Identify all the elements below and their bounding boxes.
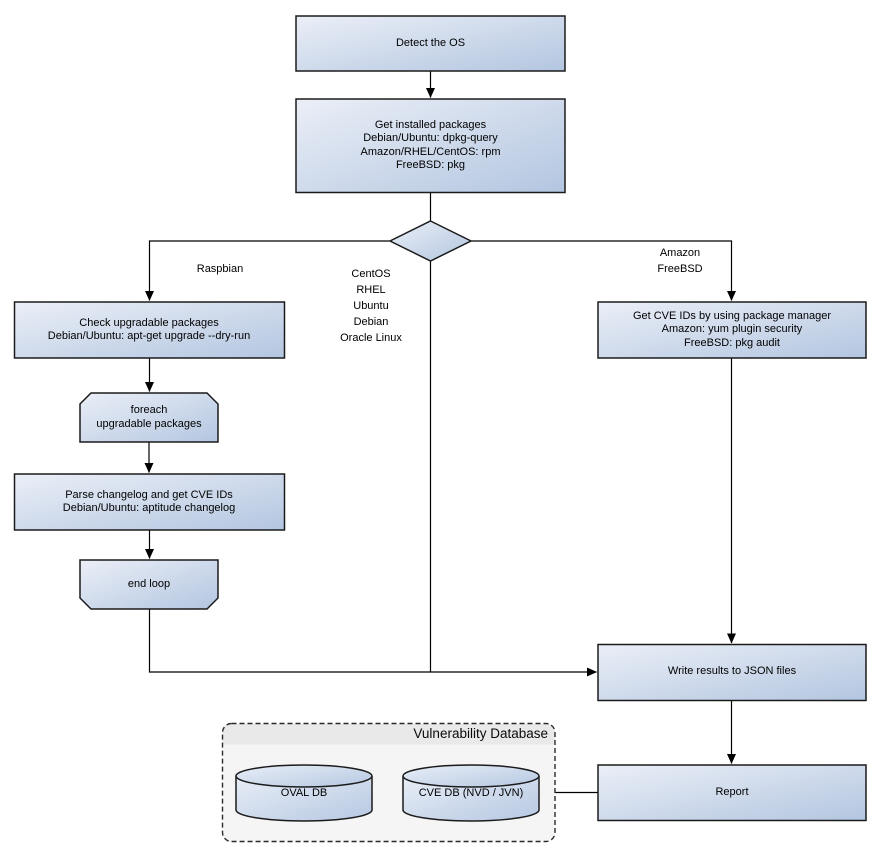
connector-group	[144, 71, 736, 794]
vulnerability-database-border	[221, 722, 556, 843]
cylinder-cve-db-label: CVE DB (NVD / JVN)	[418, 786, 524, 799]
connector-branches-to-write-results	[148, 609, 597, 677]
node-report	[597, 764, 867, 822]
node-check-upgradable-packages	[13, 301, 286, 359]
cylinder-oval-db-lid	[235, 764, 373, 788]
branch-label-raspbian: Raspbian	[196, 263, 244, 275]
node-detect-os	[295, 15, 566, 72]
vulnerability-database-title-band	[222, 723, 555, 745]
node-group	[13, 15, 867, 822]
connector-decision-to-get-cve	[471, 240, 736, 301]
node-parse-changelog	[13, 473, 286, 531]
node-get-installed-packages-label: Get installed packages Debian/Ubuntu: dp…	[360, 118, 501, 172]
loop-start-foreach	[79, 392, 219, 443]
node-parse-changelog-label: Parse changelog and get CVE IDs Debian/U…	[62, 488, 236, 515]
branch-label-centos-group: CentOS RHEL Ubuntu Debian Oracle Linux	[340, 268, 402, 344]
cylinder-oval-db-label: OVAL DB	[280, 786, 328, 799]
node-write-results	[597, 643, 867, 702]
node-detect-os-label: Detect the OS	[395, 36, 466, 49]
connector-decision-to-check-upgradable	[145, 240, 391, 301]
cylinder-cve-db-lid	[402, 764, 540, 788]
branch-label-amazon-freebsd: Amazon FreeBSD	[657, 247, 703, 275]
decision-diamond	[388, 220, 473, 262]
cylinder-group	[235, 764, 540, 822]
loop-start-foreach-label: foreach upgradable packages	[96, 404, 202, 430]
vulnerability-database-title: Vulnerability Database	[413, 726, 548, 741]
node-get-cve-ids	[597, 301, 867, 359]
node-get-cve-ids-label: Get CVE IDs by using package manager Ama…	[632, 309, 832, 349]
node-check-upgradable-packages-label: Check upgradable packages Debian/Ubuntu:…	[47, 316, 251, 343]
loop-end-label: end loop	[127, 577, 171, 590]
cylinder-cve-db-body	[402, 776, 540, 822]
loop-end	[79, 559, 219, 610]
node-report-label: Report	[715, 785, 749, 798]
cylinder-oval-db-body	[235, 776, 373, 822]
node-get-installed-packages	[295, 98, 566, 194]
node-write-results-label: Write results to JSON files	[667, 665, 797, 678]
